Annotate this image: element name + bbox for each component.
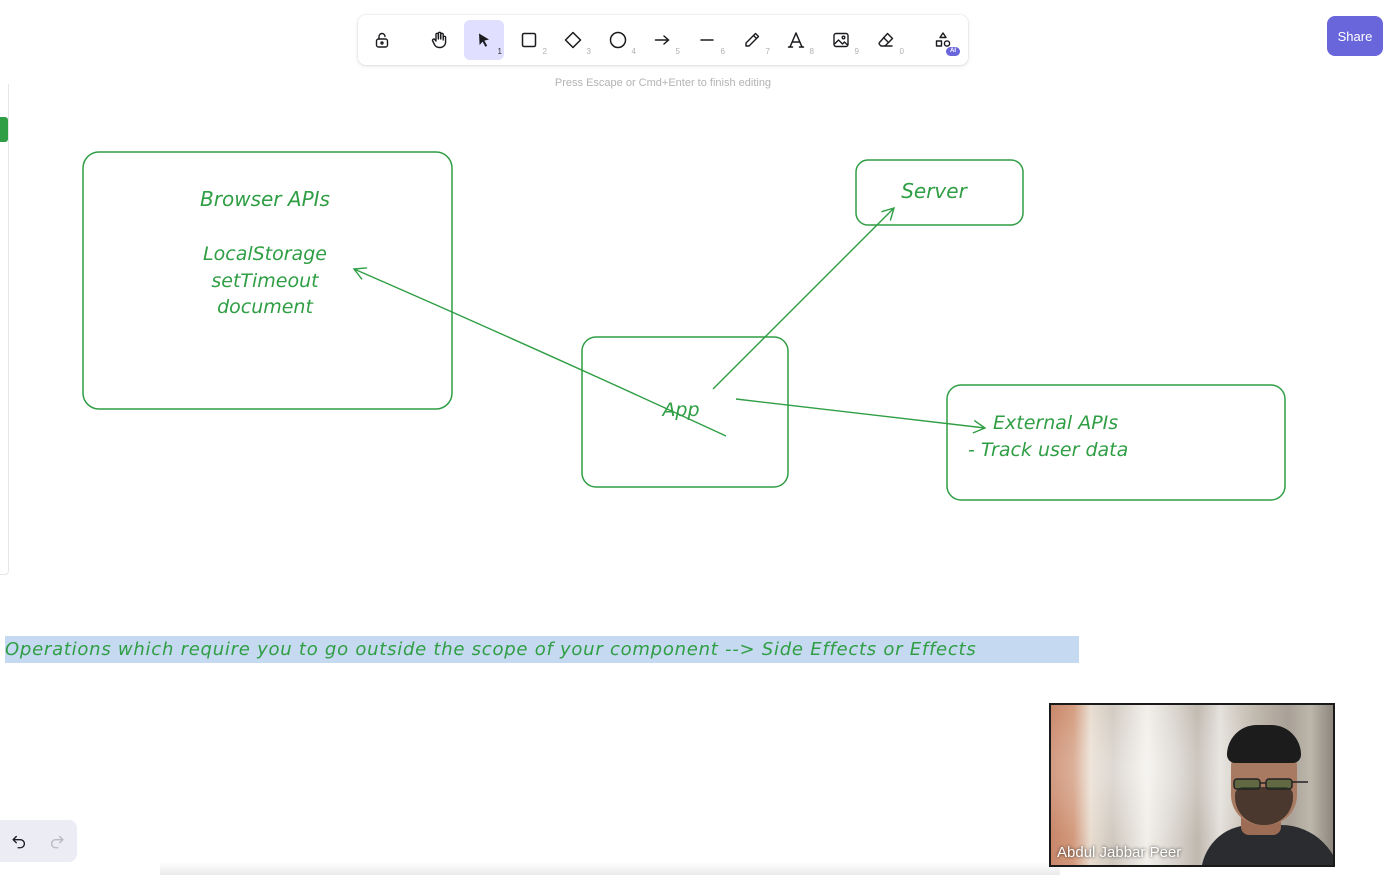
server-box[interactable] xyxy=(855,159,1024,226)
browser-apis-box[interactable] xyxy=(82,151,453,410)
pencil-icon xyxy=(745,32,760,47)
hand-icon xyxy=(431,31,447,49)
tool-text[interactable]: 8 xyxy=(776,20,816,60)
eraser-icon xyxy=(878,32,894,47)
browser-api-item: LocalStorage xyxy=(203,243,327,265)
horizontal-scroll-shadow xyxy=(160,862,1060,875)
rectangle-icon xyxy=(521,32,537,48)
diamond-icon xyxy=(564,31,582,49)
app-box[interactable] xyxy=(581,336,789,488)
tool-key-hint: 9 xyxy=(854,47,859,56)
tool-extra-tools[interactable]: AI xyxy=(923,20,963,60)
participant-hair xyxy=(1227,725,1301,763)
browser-api-item: setTimeout xyxy=(211,270,320,292)
arrow-icon xyxy=(654,35,670,45)
text-icon xyxy=(787,32,805,48)
tool-draw[interactable]: 7 xyxy=(732,20,772,60)
tool-arrow[interactable]: 5 xyxy=(642,20,682,60)
external-apis-subtitle: - Track user data xyxy=(968,439,1128,461)
arrow-app-to-server[interactable] xyxy=(712,206,896,390)
tool-image[interactable]: 9 xyxy=(821,20,861,60)
participant-name: Abdul Jabbar Peer xyxy=(1057,844,1182,861)
tool-hand[interactable] xyxy=(419,20,459,60)
undo-icon xyxy=(12,835,26,849)
cursor-arrow-icon xyxy=(479,33,489,47)
tool-key-hint: 1 xyxy=(497,47,502,56)
tool-key-hint: 4 xyxy=(631,47,636,56)
app-label: App xyxy=(660,399,699,421)
undo-button[interactable] xyxy=(0,820,38,862)
tool-selection[interactable]: 1 xyxy=(464,20,504,60)
external-apis-title: External APIs xyxy=(993,412,1118,434)
ellipse-icon xyxy=(609,31,627,49)
arrow-app-to-browser[interactable] xyxy=(352,267,727,437)
arrow-app-to-external[interactable] xyxy=(735,398,987,434)
tool-key-hint: 5 xyxy=(675,47,680,56)
tool-key-hint: 6 xyxy=(720,47,725,56)
server-label: Server xyxy=(901,179,968,203)
tool-key-hint: 8 xyxy=(809,47,814,56)
browser-api-item: document xyxy=(217,296,314,318)
lock-icon xyxy=(375,32,389,48)
share-button[interactable]: Share xyxy=(1327,16,1383,56)
line-icon xyxy=(700,39,714,41)
redo-icon xyxy=(50,835,64,849)
text-selection-highlight xyxy=(5,636,1079,663)
image-icon xyxy=(833,32,849,48)
tool-key-hint: 3 xyxy=(586,47,591,56)
shapes-icon xyxy=(935,32,951,47)
side-panel-edge xyxy=(0,84,9,575)
tool-key-hint: 0 xyxy=(899,47,904,56)
external-apis-box[interactable] xyxy=(946,384,1286,501)
tool-key-hint: 7 xyxy=(765,47,770,56)
toolbar: 1 2 3 4 5 xyxy=(358,15,968,65)
glasses-icon xyxy=(1233,778,1308,790)
browser-apis-title: Browser APIs xyxy=(200,187,330,211)
undo-redo-group xyxy=(0,820,77,862)
tool-eraser[interactable]: 0 xyxy=(866,20,906,60)
side-panel-handle[interactable] xyxy=(0,117,8,142)
redo-button[interactable] xyxy=(38,820,76,862)
ai-badge: AI xyxy=(946,47,960,56)
tool-diamond[interactable]: 3 xyxy=(553,20,593,60)
tool-ellipse[interactable]: 4 xyxy=(598,20,638,60)
tool-key-hint: 2 xyxy=(542,47,547,56)
tool-line[interactable]: 6 xyxy=(687,20,727,60)
editing-hint: Press Escape or Cmd+Enter to finish edit… xyxy=(554,77,772,89)
participant-video-tile[interactable]: Abdul Jabbar Peer xyxy=(1049,703,1335,867)
side-effects-caption[interactable]: Operations which require you to go outsi… xyxy=(5,639,977,660)
tool-rectangle[interactable]: 2 xyxy=(509,20,549,60)
tool-lock[interactable] xyxy=(362,20,402,60)
